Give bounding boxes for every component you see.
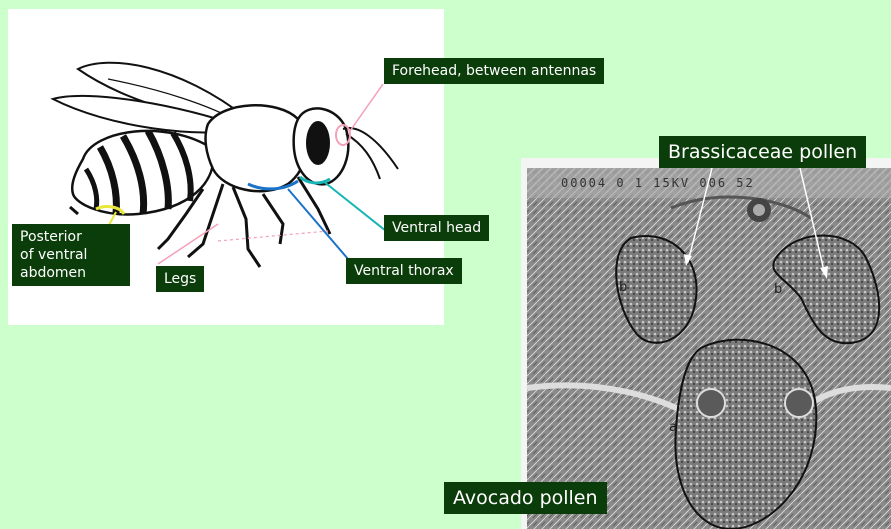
label-brassicaceae-pollen: Brassicaceae pollen: [659, 136, 866, 168]
mark-a: a: [669, 420, 677, 435]
mark-b-left: b: [619, 280, 627, 295]
label-legs: Legs: [156, 266, 204, 292]
pollen-micrograph: [521, 158, 891, 529]
micrograph-header-text: 00004 0 1 15KV 006 52: [561, 176, 755, 190]
mark-b-right: b: [774, 282, 782, 297]
label-ventral-thorax: Ventral thorax: [346, 258, 462, 284]
bee-eye: [306, 121, 330, 165]
label-ventral-head: Ventral head: [384, 215, 489, 241]
label-posterior-abdomen: Posterior of ventral abdomen: [12, 224, 130, 286]
label-forehead: Forehead, between antennas: [384, 58, 604, 84]
label-avocado-pollen: Avocado pollen: [444, 482, 607, 514]
pollen-micrograph-panel: 00004 0 1 15KV 006 52 b b a: [521, 158, 891, 529]
bee-thorax: [206, 105, 307, 191]
